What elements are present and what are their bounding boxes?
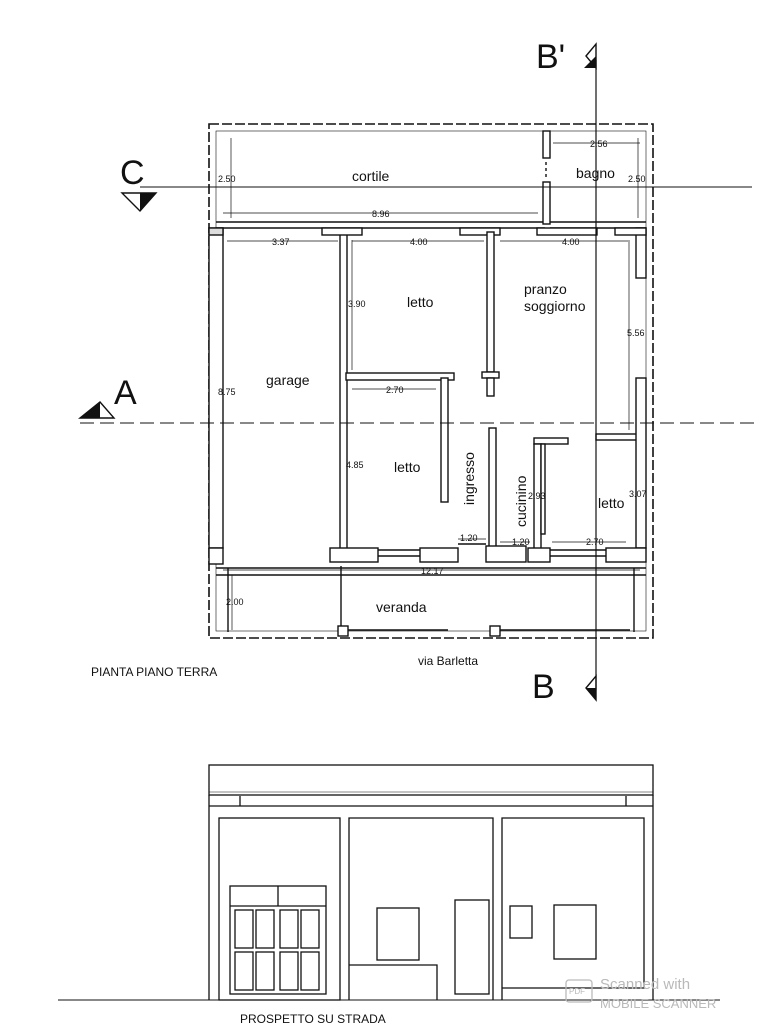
dim-label: 4.85 [346,460,364,470]
dim-label: 2.70 [386,385,404,395]
room-label-letto-mid: letto [394,459,421,475]
section-lines [80,60,756,690]
room-label-pranzo: pranzo [524,281,567,297]
room-label-cortile: cortile [352,168,390,184]
dimension-lines [223,138,640,630]
pdf-icon [565,979,593,1003]
dim-label: 2.00 [226,597,244,607]
dim-label: 1.20 [512,537,530,547]
room-label-bagno: bagno [576,165,615,181]
dim-label: 8.96 [372,209,390,219]
room-label-letto-right: letto [598,495,625,511]
room-label-garage: garage [266,372,310,388]
floor-plan [208,123,654,639]
section-label-c: C [120,154,145,192]
scanner-watermark: PDF Scanned with MOBILE SCANNER [565,976,716,1011]
dim-label: 5.56 [627,328,645,338]
dim-label: 2.70 [586,537,604,547]
street-elevation [58,764,720,1001]
section-label-b: B [532,668,555,706]
watermark-line1: Scanned with [600,976,690,993]
dim-label: 2.56 [590,139,608,149]
dim-label: 3.07 [629,489,647,499]
elevation-caption: PROSPETTO SU STRADA [240,1012,386,1024]
room-label-letto-top: letto [407,294,434,310]
dim-label: 1.20 [460,533,478,543]
dim-label: 2.93 [528,491,546,501]
dim-label: 4.00 [562,237,580,247]
room-label-cucinino: cucinino [513,475,529,527]
room-label-soggiorno: soggiorno [524,298,586,314]
pdf-badge-text: PDF [569,987,585,996]
dim-label: 2.50 [628,174,646,184]
watermark-line2: MOBILE SCANNER [600,996,716,1011]
dim-label: 2.50 [218,174,236,184]
section-markers [78,42,597,702]
dim-label: 4.00 [410,237,428,247]
plan-caption: PIANTA PIANO TERRA [91,665,217,679]
street-label: via Barletta [418,654,478,668]
room-label-veranda: veranda [376,599,427,615]
dim-label: 8.75 [218,387,236,397]
section-label-a: A [114,374,137,412]
dim-label: 3.37 [272,237,290,247]
dim-label: 12.17 [421,566,444,576]
dim-label: 3.90 [348,299,366,309]
section-label-b-prime: B' [536,38,565,76]
room-label-ingresso: ingresso [461,452,477,505]
